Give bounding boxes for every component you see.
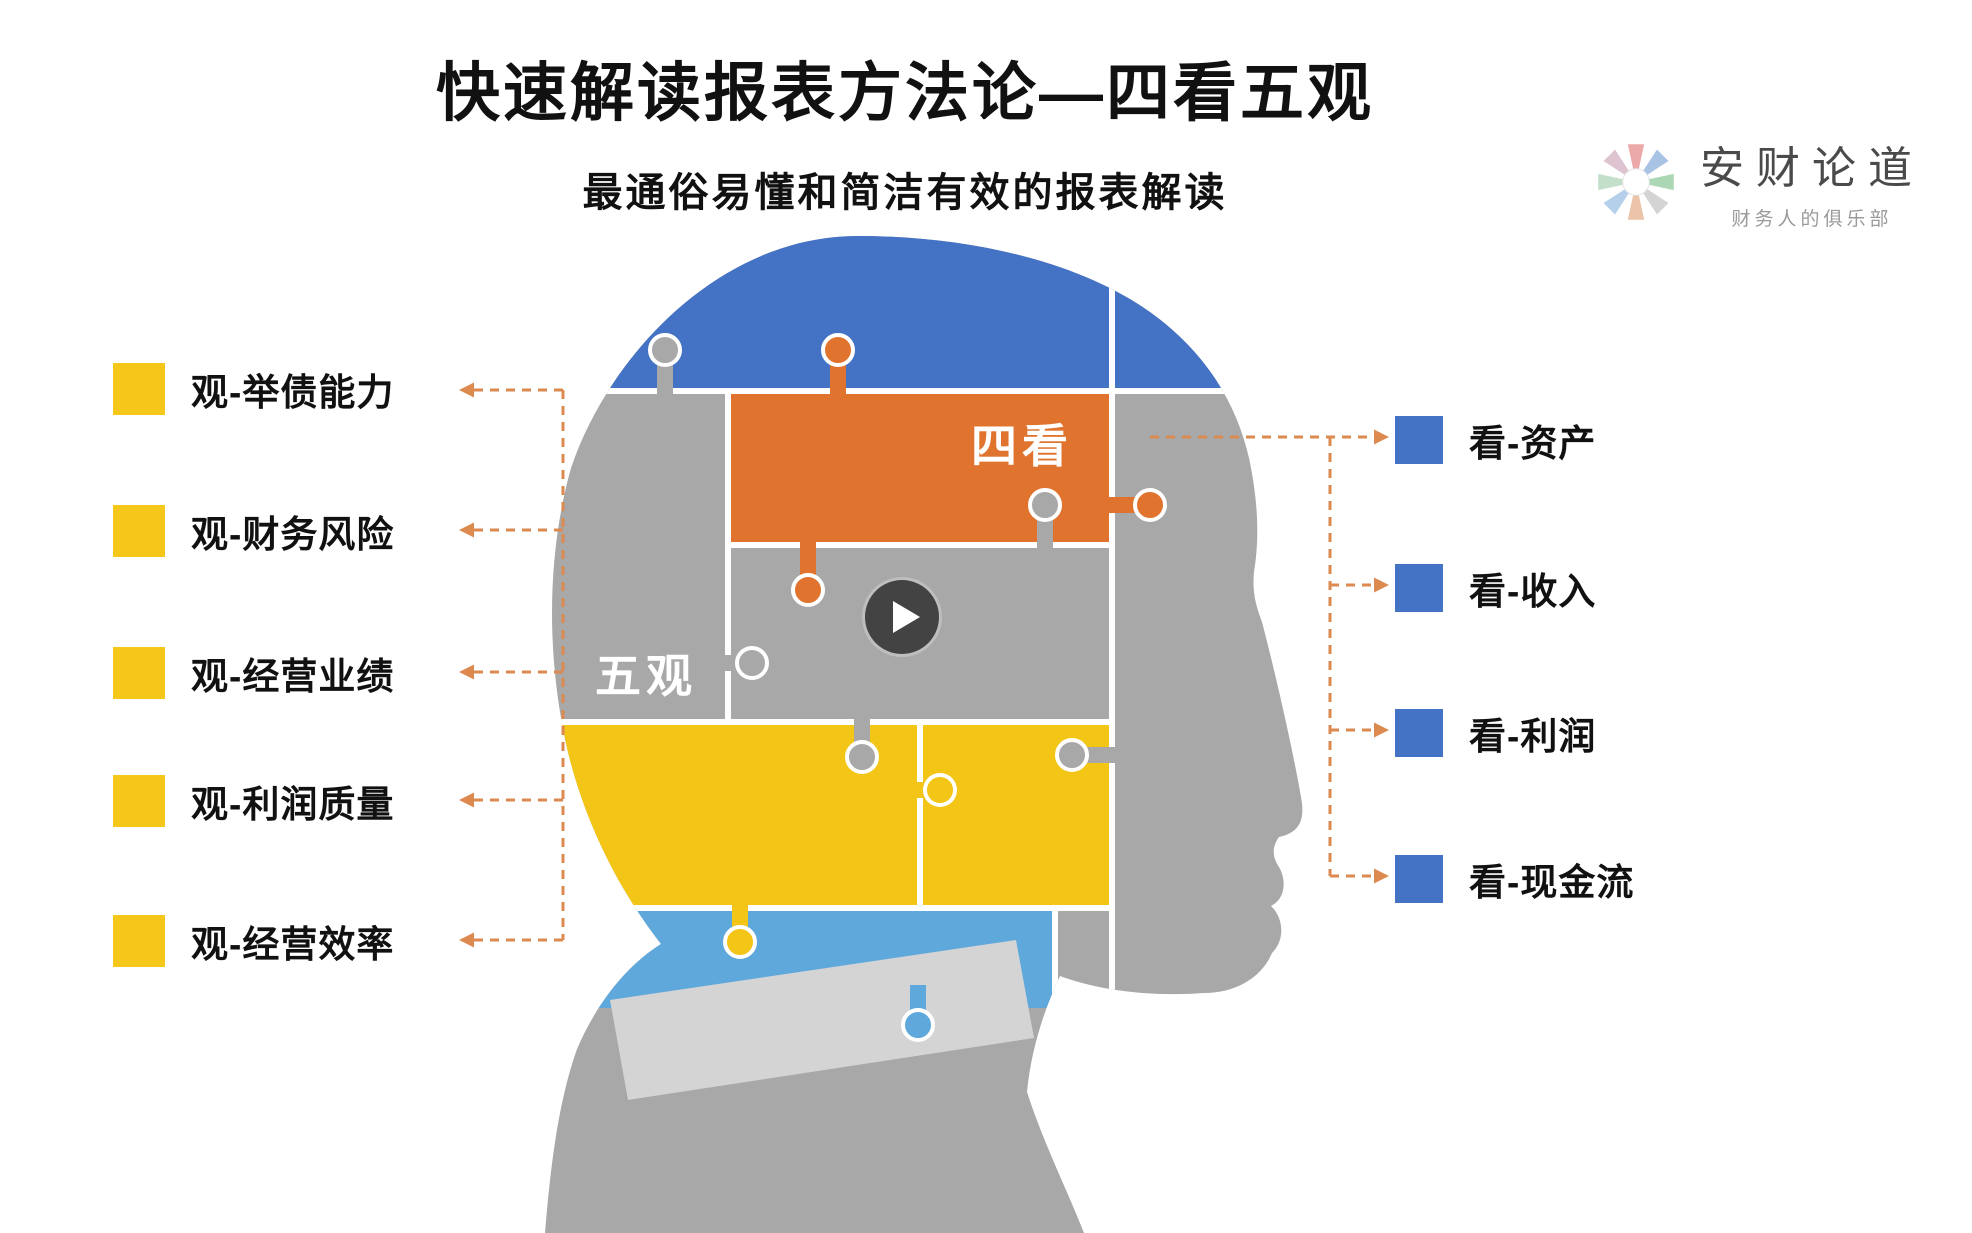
blue-bullet-square — [1395, 416, 1443, 464]
yellow-bullet-square — [113, 363, 165, 415]
connector-arrows — [459, 382, 1389, 948]
page-subtitle: 最通俗易懂和简洁有效的报表解读 — [582, 171, 1228, 215]
list-item-financial-risk: 观-财务风险 — [113, 504, 394, 558]
brand-name: 安财论道 — [1700, 144, 1924, 193]
item-label: 看-现金流 — [1469, 862, 1635, 903]
item-label: 观-经营业绩 — [191, 656, 395, 697]
yellow-bullet-square — [113, 505, 165, 557]
item-label: 观-举债能力 — [191, 372, 395, 413]
brand-logo: 安财论道 财务人的俱乐部 — [1588, 132, 1924, 231]
item-label: 观-利润质量 — [191, 784, 395, 825]
puzzle-piece-blue-top — [545, 236, 1270, 391]
puzzle-knobs — [648, 333, 1167, 959]
blue-bullet-square — [1395, 709, 1443, 757]
list-item-cashflow: 看-现金流 — [1395, 852, 1634, 906]
list-item-operating-efficiency: 观-经营效率 — [113, 914, 394, 968]
blue-bullet-square — [1395, 855, 1443, 903]
item-label: 看-资产 — [1469, 423, 1597, 464]
yellow-bullet-square — [113, 647, 165, 699]
brand-tagline: 财务人的俱乐部 — [1731, 209, 1893, 230]
blue-bullet-square — [1395, 564, 1443, 612]
list-item-assets: 看-资产 — [1395, 413, 1596, 467]
item-label: 看-收入 — [1469, 571, 1597, 612]
five-views-label: 五观 — [595, 650, 697, 702]
item-label: 看-利润 — [1469, 716, 1597, 757]
list-item-revenue: 看-收入 — [1395, 561, 1596, 615]
yellow-bullet-square — [113, 915, 165, 967]
list-item-profit-quality: 观-利润质量 — [113, 774, 394, 828]
pinwheel-star-icon — [1598, 143, 1674, 220]
list-item-operating-performance: 观-经营业绩 — [113, 646, 394, 700]
item-label: 观-财务风险 — [191, 514, 395, 555]
yellow-bullet-square — [113, 775, 165, 827]
collar-band — [610, 940, 1034, 1100]
four-looks-label: 四看 — [971, 420, 1073, 472]
play-triangle-icon — [892, 601, 920, 633]
page-title: 快速解读报表方法论—四看五观 — [436, 57, 1374, 129]
neck-knob — [901, 985, 935, 1042]
item-label: 观-经营效率 — [191, 924, 395, 965]
list-item-debt-capacity: 观-举债能力 — [113, 362, 394, 416]
play-button[interactable] — [862, 577, 942, 657]
list-item-profit: 看-利润 — [1395, 706, 1596, 760]
